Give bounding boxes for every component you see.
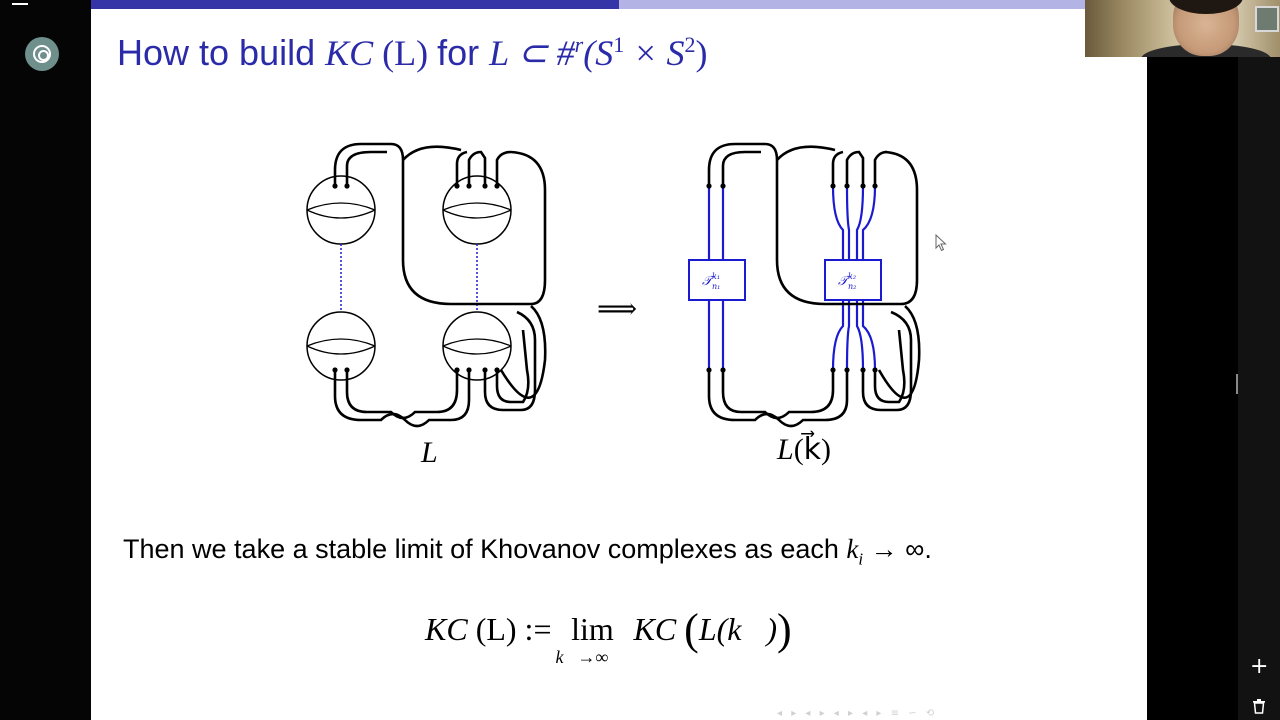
sentence-text: Then we take a stable limit of Khovanov … [123,534,847,564]
webcam-person-hair [1169,0,1243,14]
title-subset: L ⊂ # [489,33,575,73]
sentence-k: k [846,534,859,564]
formula-close-paren: ) [777,605,792,654]
sphere-top-left [306,175,376,245]
scrollbar-thumb[interactable] [1236,374,1238,394]
plus-icon[interactable]: + [1250,654,1269,679]
right-label-l: L [777,433,794,466]
title-close: ) [695,33,708,73]
formula-lhs-arg: (L) := [467,611,560,647]
app-icon[interactable] [25,37,59,71]
box-subscript: n₂ [848,282,856,291]
right-label-k: (k⃗) [793,433,832,466]
sphere-bottom-right [442,311,512,381]
sphere-top-right [442,175,512,245]
progress-fill [91,0,619,9]
formula-lim-sub: k⃗→∞⃗ [555,647,623,667]
trash-icon[interactable] [1252,698,1266,714]
progress-bar [91,0,1147,9]
beamer-navigation[interactable]: ◂ ▸ ◂ ▸ ◂ ▸ ◂ ▸ ≡ ∽ ⟲ [777,708,938,719]
menu-icon[interactable] [12,0,28,8]
title-kc: KC [325,33,374,73]
title-s1: (S [583,33,614,73]
implies-arrow: ⟹ [597,292,637,325]
formula-rhs-arg: L(k⃗) [698,611,778,647]
left-diagram-label: L [421,436,438,469]
sphere-bottom-left [306,311,376,381]
left-rail [0,0,91,720]
title-sup-2: 2 [684,32,696,57]
formula-rhs: KC [625,611,685,647]
webcam-background-frame [1255,6,1279,32]
box-superscript: k₂ [848,272,856,281]
cursor-icon [935,234,947,252]
title-sup-1: 1 [613,32,625,57]
sentence-sub-i: i [858,549,864,569]
scrollbar-track[interactable] [1238,0,1280,720]
sentence-arrow: → ∞. [863,534,932,564]
explanation-sentence: Then we take a stable limit of Khovanov … [123,534,932,569]
title-for: for [437,32,490,73]
title-sup-r: r [574,32,584,57]
slide-title: How to build KC (L) for L ⊂ #r(S1 × S2) [117,32,708,74]
left-diagram [306,142,547,428]
title-paren-l: (L) [373,33,438,73]
right-diagram-label: L(k⃗) [777,432,831,467]
title-prefix: How to build [117,32,326,73]
title-times-s2: × S [624,33,685,73]
formula-open-paren: ( [684,605,699,654]
formula-lhs: KC [425,611,468,647]
box-subscript: n₁ [712,282,720,291]
webcam-thumbnail[interactable] [1085,0,1280,57]
box-superscript: k₁ [712,272,720,281]
slide: How to build KC (L) for L ⊂ #r(S1 × S2) [91,0,1147,720]
formula-lim-text: lim [571,611,614,647]
